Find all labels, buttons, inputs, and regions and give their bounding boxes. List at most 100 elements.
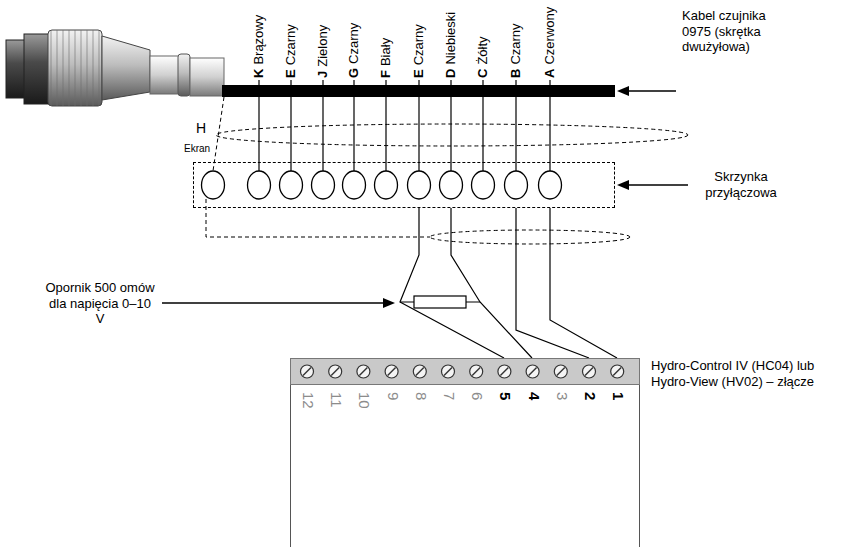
drawing-part bbox=[6, 40, 26, 98]
terminal-screw bbox=[301, 365, 314, 378]
drawing-part bbox=[626, 184, 688, 186]
wire-colour: Czarny bbox=[508, 23, 523, 64]
wire-label: A Czerwony bbox=[542, 7, 557, 78]
screw-slot bbox=[388, 368, 396, 376]
drawing-part bbox=[24, 34, 50, 104]
terminal-letter: A bbox=[542, 69, 557, 78]
pin-number: 4 bbox=[527, 392, 542, 400]
screw-slot bbox=[303, 368, 311, 376]
drawing-part bbox=[102, 36, 150, 100]
screw-slot bbox=[529, 368, 537, 376]
pin-number: 3 bbox=[555, 392, 570, 400]
terminal-letter: E bbox=[411, 69, 426, 78]
wire-label: CŻółty bbox=[475, 36, 490, 78]
terminal-screw bbox=[329, 365, 342, 378]
pin-number: 1 bbox=[611, 392, 626, 400]
wire-label: DNiebieski bbox=[443, 12, 458, 78]
drawing-part bbox=[322, 80, 323, 85]
terminal-circle bbox=[311, 171, 334, 199]
pointer-arrows bbox=[162, 86, 688, 308]
terminal-letter: F bbox=[378, 70, 393, 78]
drawing-part bbox=[482, 97, 483, 171]
junction-box-label: Skrzynka przyłączowa bbox=[693, 169, 789, 200]
terminal-circle bbox=[201, 171, 224, 199]
wire-colour: Brązowy bbox=[251, 15, 266, 65]
wire-label: E Czarny bbox=[283, 24, 298, 78]
wire-colour: Czarny bbox=[283, 24, 298, 65]
pin-number: 11 bbox=[329, 392, 344, 408]
drawing-part bbox=[383, 298, 395, 308]
drawing-part bbox=[190, 58, 224, 96]
cable-bar bbox=[222, 85, 615, 97]
drawing-part bbox=[450, 80, 451, 85]
sensor-plug bbox=[6, 30, 224, 106]
wire-label: JZielony bbox=[315, 25, 330, 78]
terminal-circle bbox=[471, 171, 494, 199]
terminal-screw bbox=[357, 365, 370, 378]
drawing-part bbox=[213, 97, 224, 171]
drawing-part bbox=[626, 90, 676, 92]
wire-label: E Czarny bbox=[411, 24, 426, 78]
drawing-part bbox=[150, 56, 180, 94]
terminal-screw bbox=[498, 365, 511, 378]
pin-number: 8 bbox=[414, 392, 429, 400]
terminal-screw bbox=[611, 365, 624, 378]
shield-letter: H bbox=[196, 120, 206, 137]
terminal-letter: G bbox=[346, 68, 361, 78]
terminal-circle bbox=[342, 171, 365, 199]
drawing-part bbox=[206, 199, 430, 237]
drawing-part bbox=[617, 180, 629, 190]
wire-label: G Czarny bbox=[346, 23, 361, 78]
screw-slot bbox=[472, 368, 480, 376]
screw-slot bbox=[359, 368, 367, 376]
terminal-circle bbox=[407, 171, 430, 199]
terminal-circle bbox=[247, 171, 270, 199]
drawing-part bbox=[353, 97, 354, 171]
drawing-part bbox=[322, 97, 323, 171]
drawing-part bbox=[482, 80, 483, 85]
terminal-circle bbox=[538, 171, 561, 199]
wire bbox=[451, 208, 532, 358]
terminal-letter: B bbox=[508, 69, 523, 78]
terminal-screw bbox=[385, 365, 398, 378]
wire-colour: Biały bbox=[378, 38, 393, 66]
terminal-letter: E bbox=[283, 69, 298, 78]
drawing-part bbox=[162, 302, 386, 304]
shield-lines bbox=[206, 97, 688, 244]
terminal-letter: K bbox=[251, 69, 266, 78]
drawing-part bbox=[258, 80, 259, 85]
screw-slot bbox=[585, 368, 593, 376]
drawing-part bbox=[290, 80, 291, 85]
pin-number: 2 bbox=[583, 392, 598, 400]
drawing-part bbox=[48, 30, 102, 106]
terminal-screw bbox=[526, 365, 539, 378]
terminal-screw bbox=[583, 365, 596, 378]
wire-colour: Czarny bbox=[411, 24, 426, 65]
terminal-block-label: Hydro-Control IV (HC04) lub Hydro-View (… bbox=[651, 358, 837, 389]
wire-label: B Czarny bbox=[508, 23, 523, 78]
drawing-part bbox=[216, 124, 688, 146]
screw-slot bbox=[613, 368, 621, 376]
pin-number: 6 bbox=[470, 392, 485, 400]
wire-label: F Biały bbox=[378, 38, 393, 78]
drawing-part bbox=[258, 97, 259, 171]
drawing-part bbox=[430, 230, 630, 244]
terminal-circles bbox=[193, 162, 615, 208]
terminal-circle bbox=[504, 171, 527, 199]
terminal-circle bbox=[279, 171, 302, 199]
wire-colour: Czerwony bbox=[542, 7, 557, 65]
terminal-letter: C bbox=[475, 69, 490, 78]
drawing-part bbox=[48, 30, 102, 106]
screw-slot bbox=[500, 368, 508, 376]
screw-slot bbox=[557, 368, 565, 376]
pin-number: 9 bbox=[386, 392, 401, 400]
screw-slot bbox=[416, 368, 424, 376]
wire-colour: Czarny bbox=[346, 23, 361, 64]
cable-wires bbox=[259, 97, 550, 171]
terminal-circle bbox=[439, 171, 462, 199]
drawing-part bbox=[515, 80, 516, 85]
wire bbox=[400, 208, 504, 358]
terminal-screws bbox=[290, 358, 640, 388]
